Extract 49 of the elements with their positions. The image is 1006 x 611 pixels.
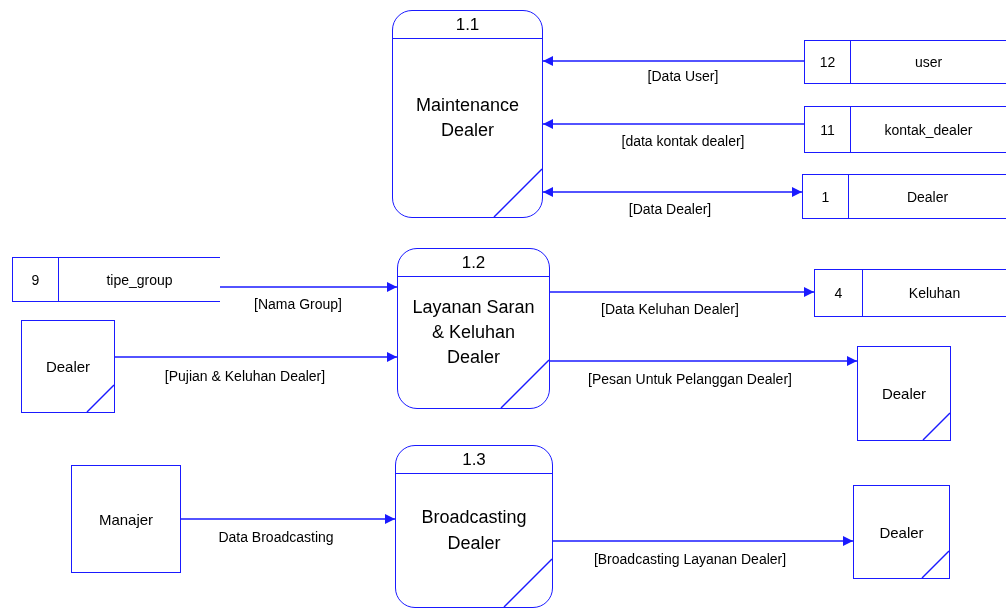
external-entity	[71, 465, 181, 573]
arrow	[219, 282, 398, 292]
data-store	[804, 106, 1006, 153]
external-entity	[857, 346, 951, 441]
edge-label: [Pujian & Keluhan Dealer]	[162, 368, 328, 384]
external-entity	[21, 320, 115, 413]
store-number: 11	[805, 107, 851, 152]
entity-name: Dealer	[881, 385, 927, 402]
store-name: kontak_dealer	[884, 121, 973, 138]
edge-label: [data kontak dealer]	[619, 133, 747, 149]
arrow	[542, 56, 805, 66]
arrow	[180, 514, 396, 524]
arrow	[114, 352, 398, 362]
arrow	[552, 536, 854, 546]
entity-name: Dealer	[879, 523, 924, 541]
store-name: user	[914, 54, 943, 70]
store-name: tipe_group	[106, 271, 173, 288]
store-name: Dealer	[906, 188, 949, 205]
edge-label: [Nama Group]	[252, 296, 344, 312]
edge-label: [Data Dealer]	[626, 201, 714, 217]
store-number: 1	[803, 175, 849, 218]
data-store	[802, 174, 1006, 219]
process-box	[397, 248, 550, 409]
process-name: Layanan Saran & Keluhan Dealer	[411, 295, 536, 370]
store-number: 4	[815, 270, 863, 316]
edge-label: Data Broadcasting	[216, 529, 336, 545]
entity-name: Manajer	[98, 510, 154, 528]
entity-name: Dealer	[45, 358, 91, 375]
external-entity	[853, 485, 950, 579]
data-store	[804, 40, 1006, 84]
arrow	[549, 287, 815, 297]
process-number: 1.1	[393, 11, 542, 39]
edge-label: [Data Keluhan Dealer]	[599, 301, 741, 317]
store-number: 12	[805, 41, 851, 83]
edge-label: [Data User]	[645, 68, 721, 84]
process-number: 1.3	[396, 446, 552, 474]
store-name: Keluhan	[908, 285, 961, 301]
data-store	[814, 269, 1006, 317]
process-number: 1.2	[398, 249, 549, 277]
data-store	[12, 257, 220, 302]
arrow	[542, 187, 803, 197]
edge-label: [Pesan Untuk Pelanggan Dealer]	[586, 371, 794, 387]
store-number: 9	[13, 258, 59, 301]
process-box	[395, 445, 553, 608]
process-box	[392, 10, 543, 218]
process-name: Maintenance Dealer	[414, 93, 521, 142]
arrow	[542, 119, 805, 129]
arrow	[549, 356, 858, 366]
process-name: Broadcasting Dealer	[420, 506, 528, 555]
